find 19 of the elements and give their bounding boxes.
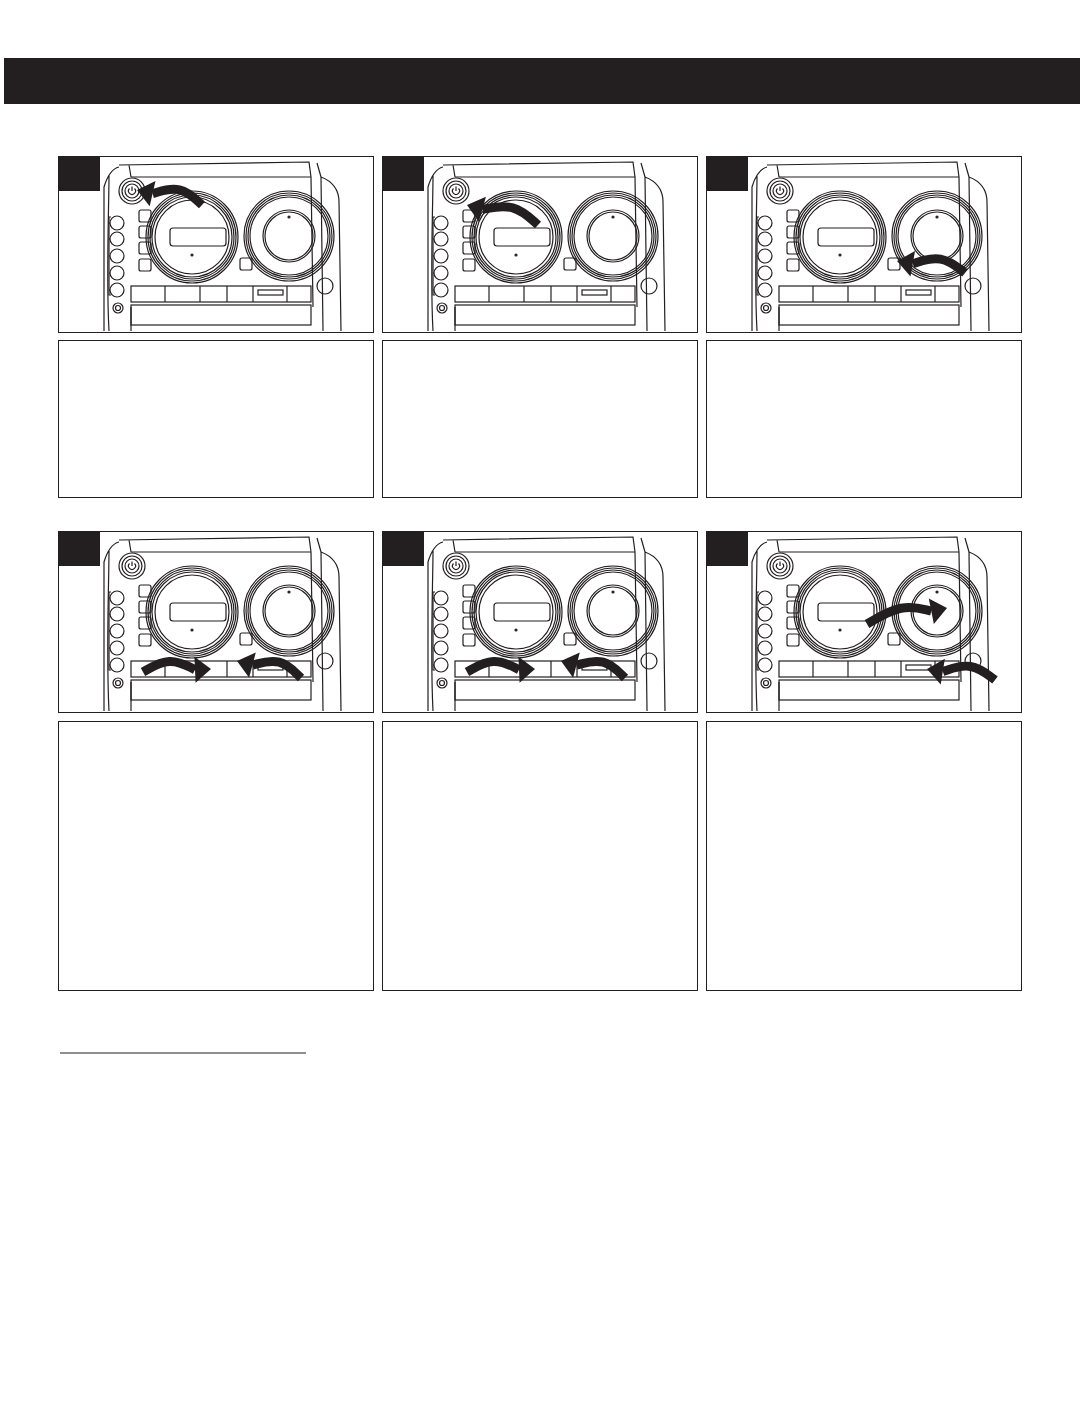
header-bar [4,58,1080,104]
text-panel [706,340,1022,498]
text-panel [58,340,374,498]
text-panel [706,721,1022,991]
text-panel [58,721,374,991]
step-marker [707,532,748,566]
illustration-panel [706,156,1022,333]
illustration-panel [382,531,698,713]
illustration-panel [706,531,1022,713]
illustration-panel [58,156,374,333]
step-marker [59,532,100,566]
step-marker [59,157,100,191]
step-marker [707,157,748,191]
illustration-panel [58,531,374,713]
illustration-panel [382,156,698,333]
step-marker [383,157,424,191]
step-marker [383,532,424,566]
text-panel [382,721,698,991]
text-panel [382,340,698,498]
